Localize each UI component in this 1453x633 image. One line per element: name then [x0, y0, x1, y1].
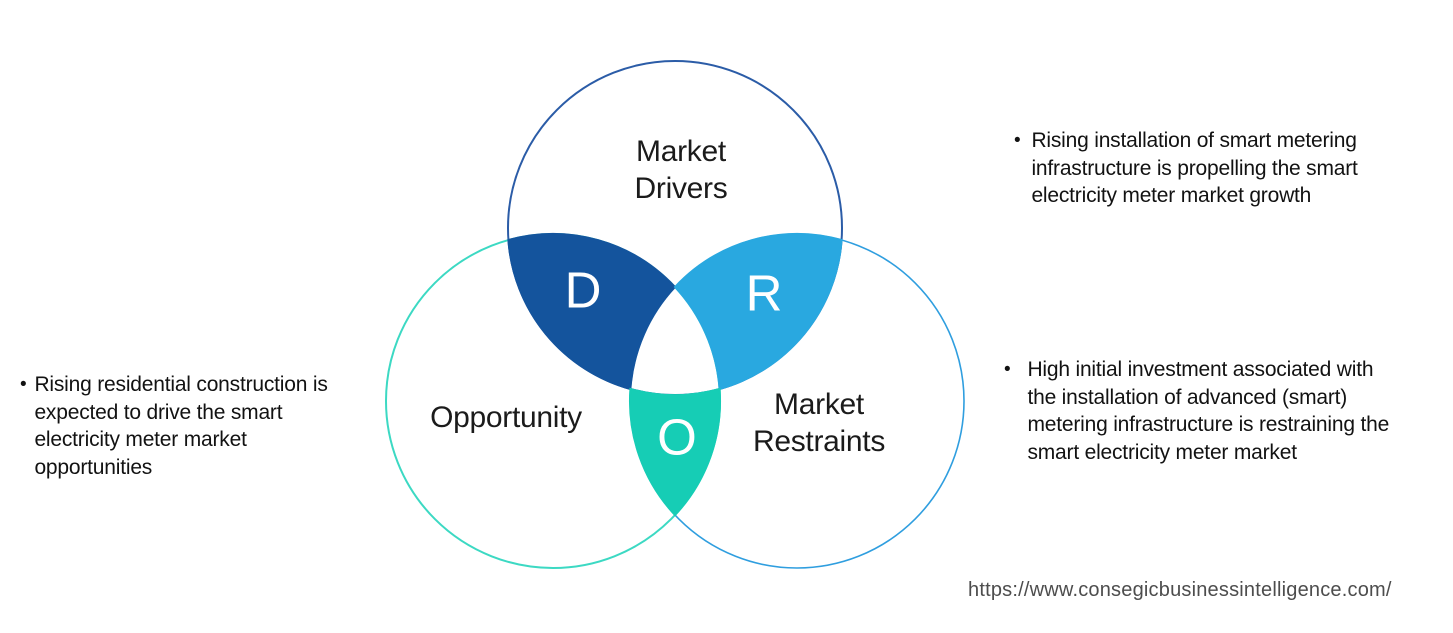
bullet-icon: •	[1014, 130, 1021, 151]
note-restraints-text: High initial investment associated with …	[1027, 358, 1390, 464]
label-opportunity: Opportunity	[430, 401, 582, 434]
note-opportunity: • Rising residential construction is exp…	[20, 371, 349, 481]
label-market-drivers: Market Drivers	[634, 135, 728, 205]
bullet-icon: •	[1004, 359, 1011, 380]
note-opportunity-text: Rising residential construction is expec…	[34, 373, 328, 479]
letter-r: R	[745, 264, 783, 322]
note-drivers: • Rising installation of smart metering …	[1014, 127, 1431, 210]
label-market-restraints: Market Restraints	[752, 388, 886, 458]
bullet-icon: •	[20, 374, 27, 395]
drivers-overlap-region	[507, 232, 677, 391]
letter-o: O	[657, 408, 697, 466]
note-drivers-text: Rising installation of smart metering in…	[1031, 129, 1358, 207]
source-url: https://www.consegicbusinessintelligence…	[968, 579, 1392, 601]
note-restraints: • High initial investment associated wit…	[1004, 356, 1392, 466]
restraints-overlap-region	[673, 232, 843, 391]
opportunity-overlap-region	[628, 387, 722, 517]
letter-d: D	[564, 261, 602, 319]
